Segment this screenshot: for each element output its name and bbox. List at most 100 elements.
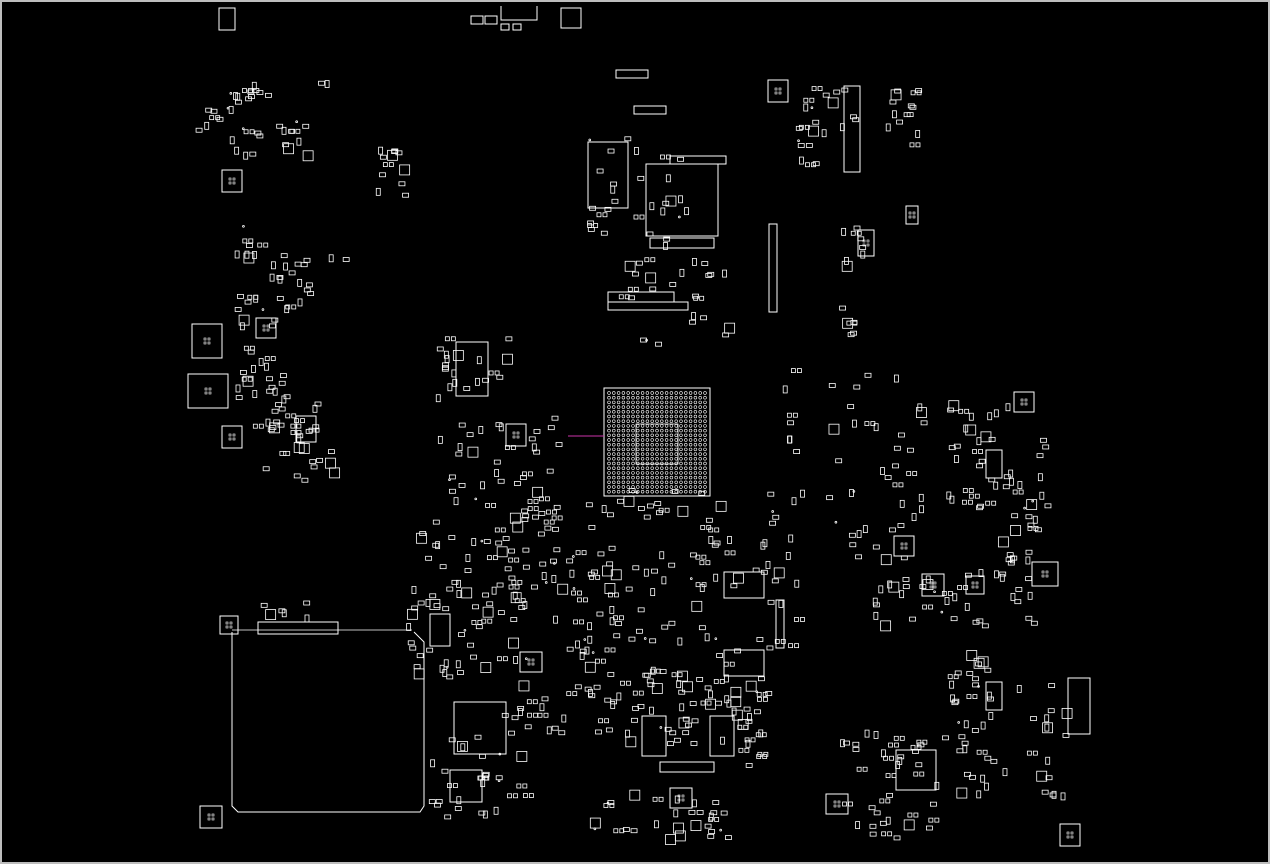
ic-package[interactable] — [1067, 677, 1091, 735]
mount-pad[interactable] — [1059, 823, 1081, 847]
mount-pad[interactable] — [199, 805, 223, 829]
smd-pad — [915, 88, 923, 93]
mount-pad[interactable] — [905, 205, 919, 225]
mount-pad[interactable] — [767, 79, 789, 103]
smd-pad — [952, 698, 960, 704]
mount-pad[interactable] — [255, 317, 277, 339]
mount-pad[interactable] — [921, 573, 945, 597]
smd-pad — [668, 620, 676, 626]
ic-package[interactable] — [641, 715, 667, 757]
smd-pad — [1040, 437, 1047, 443]
smd-pad — [495, 775, 503, 781]
smd-pad — [501, 712, 509, 718]
bga-ball — [664, 447, 669, 452]
connector-horizontal[interactable] — [649, 237, 715, 249]
smd-pad — [251, 365, 256, 373]
smd-pad — [498, 423, 504, 432]
cap-pad — [496, 656, 502, 662]
smd-pad — [247, 349, 255, 355]
mount-pad[interactable] — [1031, 561, 1059, 587]
bga-ball — [607, 466, 611, 470]
smd-pad — [758, 676, 765, 682]
chip-pad — [965, 424, 977, 436]
connector-vertical[interactable] — [843, 85, 861, 173]
cap-pad — [308, 427, 314, 433]
smd-pad — [915, 130, 921, 138]
mount-pad[interactable] — [893, 535, 915, 557]
ic-package[interactable] — [429, 613, 451, 647]
ic-qfp[interactable] — [895, 749, 937, 791]
connector-horizontal[interactable] — [659, 761, 715, 773]
mount-pad[interactable] — [1013, 391, 1035, 413]
cap-pad — [962, 499, 967, 505]
ic-soic[interactable] — [455, 341, 489, 397]
smd-pad — [944, 597, 950, 605]
smd-pad — [504, 566, 512, 572]
connector-vertical[interactable] — [775, 599, 785, 649]
chip-pad — [243, 252, 255, 264]
connector-footprint[interactable] — [500, 6, 538, 21]
bga-ball — [645, 400, 650, 405]
mount-pad[interactable] — [560, 7, 582, 29]
capacitor — [671, 672, 683, 678]
mount-pad[interactable] — [221, 169, 243, 193]
ic-package[interactable] — [587, 141, 629, 209]
mount-pad[interactable] — [218, 7, 236, 31]
via — [635, 491, 639, 494]
ic-qfp[interactable] — [645, 163, 719, 237]
bga-ball — [698, 438, 702, 442]
bga-ball — [645, 452, 650, 456]
ic-package[interactable] — [709, 715, 735, 757]
smd-pad[interactable] — [484, 15, 498, 25]
bga-ball — [688, 410, 693, 414]
ic-qfp[interactable] — [449, 769, 483, 803]
bga-outline[interactable] — [603, 387, 711, 497]
cap-pad — [705, 560, 711, 566]
mount-pad[interactable] — [505, 423, 527, 447]
ic-package[interactable] — [723, 571, 765, 599]
bga-ball — [607, 475, 611, 480]
mount-pad[interactable] — [519, 651, 543, 673]
mount-pad[interactable] — [221, 425, 243, 449]
smd-pad — [833, 89, 841, 95]
mount-pad[interactable] — [219, 615, 239, 635]
cap-pad — [964, 408, 970, 414]
cap-pad — [755, 732, 761, 738]
connector-horizontal[interactable] — [633, 105, 667, 115]
mount-pad-dot — [262, 324, 266, 328]
connector-horizontal[interactable] — [615, 69, 649, 79]
smd-pad — [988, 712, 994, 720]
bga-ball — [650, 396, 654, 400]
smd-pad — [442, 365, 449, 371]
connector-horizontal[interactable] — [669, 155, 727, 165]
mount-pad-dot — [527, 662, 531, 666]
mount-pad[interactable] — [825, 793, 849, 815]
smd-pad[interactable] — [470, 15, 484, 25]
bga-chip[interactable] — [603, 387, 711, 497]
bga-ball — [684, 428, 688, 433]
chip-pad — [623, 495, 635, 507]
mount-pad[interactable] — [965, 575, 985, 595]
smd-pad — [791, 497, 797, 506]
connector-horizontal[interactable] — [257, 621, 339, 635]
connector-horizontal[interactable] — [607, 301, 689, 311]
mount-pad[interactable] — [187, 373, 229, 409]
chip-pad — [516, 751, 528, 762]
ic-qfp[interactable] — [453, 701, 507, 755]
top-edge-parts — [218, 6, 582, 31]
smd-pad — [234, 307, 242, 312]
smd-pad[interactable] — [500, 23, 510, 31]
smd-pad — [964, 602, 970, 611]
smd-pad[interactable] — [512, 23, 522, 31]
ic-package[interactable] — [985, 681, 1003, 711]
connector-vertical[interactable] — [768, 223, 778, 313]
bga-ball — [645, 419, 650, 423]
smd-pad — [700, 315, 708, 321]
mount-pad[interactable] — [669, 787, 693, 809]
ic-package[interactable] — [985, 449, 1003, 479]
connector-horizontal[interactable] — [607, 291, 675, 303]
cap-pad — [575, 550, 581, 556]
capacitor — [916, 739, 928, 745]
mount-pad[interactable] — [191, 323, 223, 359]
